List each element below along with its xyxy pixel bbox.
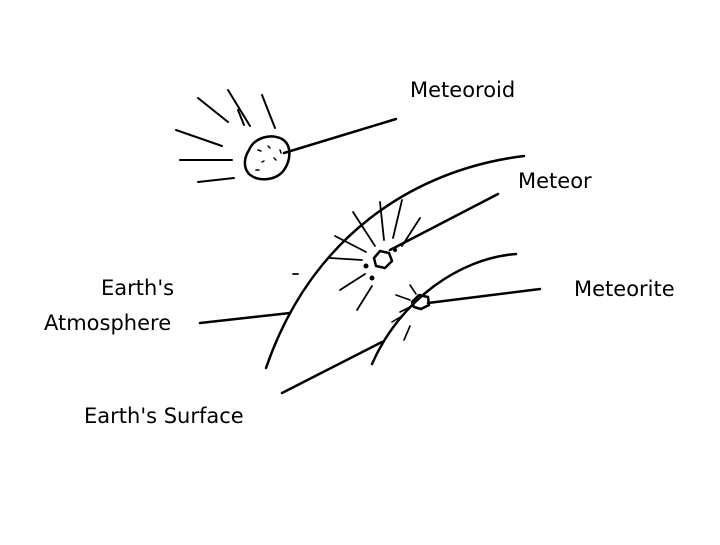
meteoroid-leader-line [284, 119, 396, 153]
meteoroid-rock [245, 136, 290, 179]
meteor-fragment [364, 264, 369, 269]
meteor-label: Meteor [518, 171, 592, 192]
meteorite-label: Meteorite [574, 279, 675, 300]
surface-label: Earth's Surface [84, 406, 244, 427]
earth-surface [372, 254, 516, 364]
atmosphere-label-line2: Atmosphere [44, 313, 171, 334]
meteoroid-figure [176, 90, 396, 182]
atmosphere-label-line1: Earth's [101, 278, 174, 299]
meteorite-figure [392, 285, 540, 340]
meteoroid-motion-lines [176, 90, 275, 182]
atmosphere-boundary [266, 156, 524, 368]
meteoroid-label: Meteoroid [410, 80, 515, 101]
meteor-figure [293, 194, 498, 310]
meteor-rock [374, 251, 392, 268]
meteor-fragment [370, 276, 375, 281]
atmosphere-leader-line [200, 313, 290, 323]
meteor-burn-lines [293, 200, 420, 310]
meteorite-leader-line [428, 289, 540, 303]
meteoroid-texture [256, 146, 281, 170]
meteor-leader-line [390, 194, 498, 250]
surface-leader-line [282, 342, 382, 393]
